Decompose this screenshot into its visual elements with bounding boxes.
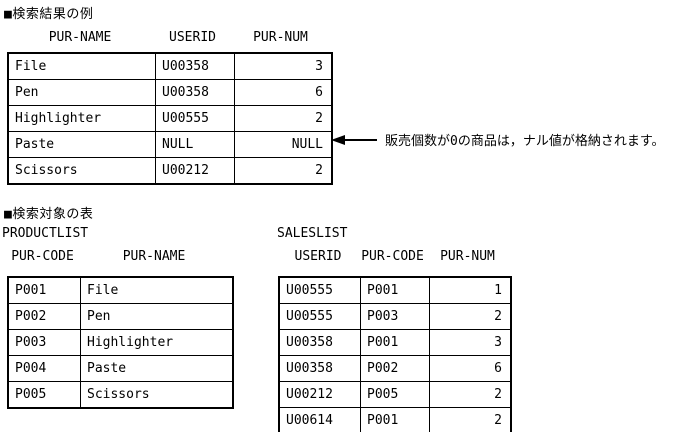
- arrow-line: [345, 138, 377, 141]
- table-cell: Scissors: [15, 163, 78, 178]
- column-header: PUR-CODE: [361, 249, 424, 264]
- table-cell: NULL: [155, 132, 234, 157]
- table-cell: 6: [234, 80, 331, 105]
- table-cell: P002: [360, 356, 429, 381]
- product-table-header: PUR-CODE PUR-NAME: [7, 249, 230, 265]
- table-cell: U00212: [286, 387, 333, 402]
- table-row: P002 Pen: [9, 303, 232, 329]
- product-table-label: PRODUCTLIST: [2, 226, 89, 241]
- table-cell: U00358: [286, 361, 333, 376]
- table-row: P004 Paste: [9, 355, 232, 381]
- table-cell: U00555: [286, 309, 333, 324]
- table-cell: 2: [234, 158, 331, 183]
- column-header: PUR-NAME: [48, 30, 112, 45]
- table-cell: P004: [15, 361, 47, 376]
- table-cell: NULL: [234, 132, 331, 157]
- column-header: USERID: [294, 249, 342, 264]
- table-cell: 3: [234, 54, 331, 79]
- table-cell: Pen: [80, 304, 232, 329]
- table-cell: U00555: [155, 106, 234, 131]
- column-header: PUR-NAME: [122, 249, 186, 264]
- sales-table-header: USERID PUR-CODE PUR-NUM: [278, 249, 508, 265]
- result-table-header: PUR-NAME USERID PUR-NUM: [7, 30, 329, 46]
- table-cell: U00614: [286, 413, 333, 428]
- column-header: USERID: [169, 30, 216, 45]
- table-cell: Pen: [15, 85, 39, 100]
- table-row: P003 Highlighter: [9, 329, 232, 355]
- table-cell: U00212: [155, 158, 234, 183]
- table-cell: Scissors: [80, 382, 232, 407]
- table-cell: Highlighter: [80, 330, 232, 355]
- table-cell: 2: [429, 382, 510, 407]
- column-header: PUR-NUM: [440, 249, 495, 264]
- table-cell: 2: [429, 408, 510, 432]
- table-cell: Highlighter: [15, 111, 102, 126]
- table-cell: U00358: [155, 80, 234, 105]
- left-arrow-icon: [331, 134, 345, 145]
- table-cell: 1: [429, 278, 510, 303]
- table-cell: P002: [15, 309, 47, 324]
- null-annotation: 販売個数が0の商品は，ナル値が格納されます。: [331, 127, 665, 152]
- section-title-targets: ■検索対象の表: [4, 207, 94, 222]
- table-cell: P001: [360, 278, 429, 303]
- table-cell: File: [80, 278, 232, 303]
- column-header: PUR-CODE: [11, 249, 74, 264]
- sales-table-label: SALESLIST: [277, 226, 348, 241]
- column-header: PUR-NUM: [253, 30, 308, 45]
- table-cell: P005: [360, 382, 429, 407]
- table-cell: P001: [15, 283, 47, 298]
- table-cell: P001: [360, 408, 429, 432]
- table-cell: U00555: [286, 283, 333, 298]
- table-cell: 2: [234, 106, 331, 131]
- annotation-text: 販売個数が0の商品は，ナル値が格納されます。: [385, 134, 665, 149]
- table-row: P005 Scissors: [9, 381, 232, 407]
- table-cell: 3: [429, 330, 510, 355]
- table-cell: P005: [15, 387, 47, 402]
- table-row: P001 File: [9, 278, 232, 303]
- table-cell: U00358: [155, 54, 234, 79]
- table-cell: P001: [360, 330, 429, 355]
- table-cell: Paste: [15, 137, 55, 152]
- table-cell: P003: [15, 335, 47, 350]
- table-cell: U00358: [286, 335, 333, 350]
- table-cell: P003: [360, 304, 429, 329]
- table-cell: 6: [429, 356, 510, 381]
- table-cell: Paste: [80, 356, 232, 381]
- section-title-results: ■検索結果の例: [4, 7, 94, 22]
- table-cell: 2: [429, 304, 510, 329]
- table-cell: File: [15, 59, 47, 74]
